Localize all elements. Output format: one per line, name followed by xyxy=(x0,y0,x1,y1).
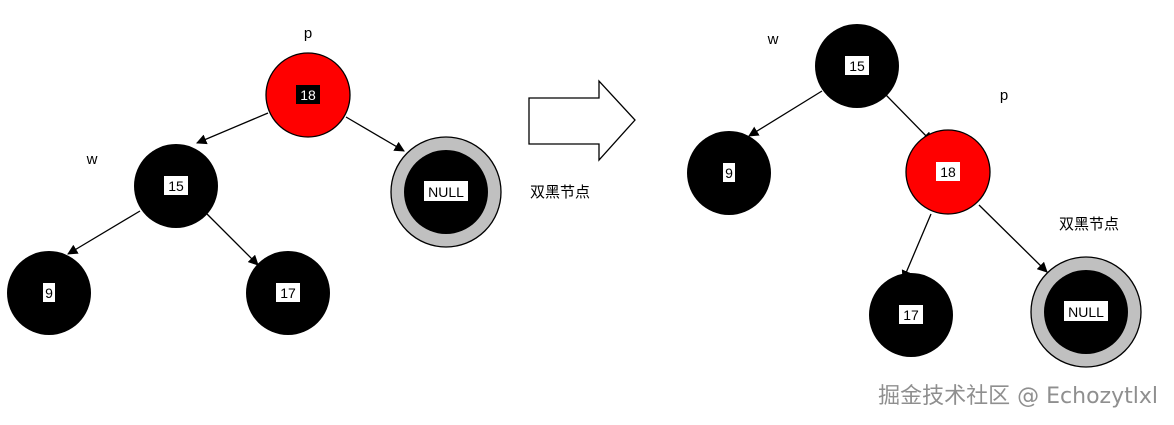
node-18-before: 18 xyxy=(265,52,351,138)
edge-after-15-18 xyxy=(885,94,933,143)
edge-after-18-17 xyxy=(901,213,932,281)
node-18-after: 18 xyxy=(905,129,991,215)
edge-15-17 xyxy=(205,212,259,266)
node-18-after-label: 18 xyxy=(940,164,956,180)
node-18-before-label: 18 xyxy=(300,87,316,103)
label-w-before: w xyxy=(86,151,98,168)
edge-18-null xyxy=(345,116,405,152)
node-9-before-label: 9 xyxy=(45,285,53,301)
edge-after-18-null xyxy=(978,204,1048,273)
label-p-after: p xyxy=(1000,87,1008,104)
node-null-before: NULL xyxy=(390,136,502,248)
node-9-after: 9 xyxy=(687,131,771,215)
label-p-before: p xyxy=(304,25,312,42)
node-15-after: 15 xyxy=(815,24,899,108)
node-15-before-label: 15 xyxy=(168,178,184,194)
node-9-after-label: 9 xyxy=(725,165,733,181)
node-null-before-label: NULL xyxy=(428,184,464,200)
node-15-after-label: 15 xyxy=(849,58,865,74)
node-9-before: 9 xyxy=(7,251,91,335)
node-null-after: NULL xyxy=(1030,256,1142,368)
edge-15-9 xyxy=(67,210,141,255)
node-17-before-label: 17 xyxy=(280,285,296,301)
node-17-before: 17 xyxy=(246,251,330,335)
node-17-after-label: 17 xyxy=(903,307,919,323)
watermark: 掘金技术社区 @ Echozytlxl xyxy=(878,384,1158,409)
edge-after-15-9 xyxy=(748,90,823,137)
node-17-after: 17 xyxy=(869,273,953,357)
transition-arrow xyxy=(528,79,636,162)
label-w-after: w xyxy=(767,31,779,48)
double-black-label-after: 双黑节点 xyxy=(1059,215,1119,233)
node-null-after-label: NULL xyxy=(1068,304,1104,320)
transition-label: 双黑节点 xyxy=(530,183,590,201)
edge-18-15 xyxy=(196,112,269,145)
node-15-before: 15 xyxy=(134,144,218,228)
